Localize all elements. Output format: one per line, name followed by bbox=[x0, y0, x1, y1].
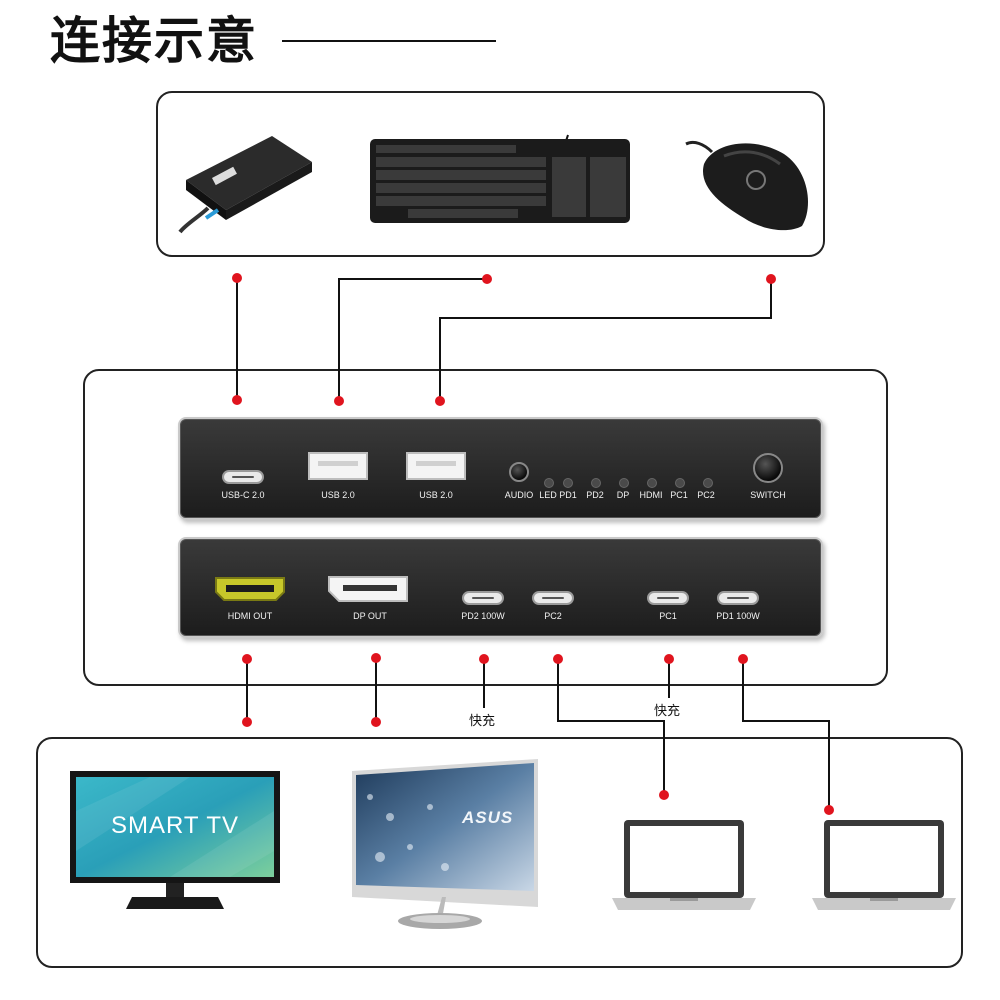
led-label: LED bbox=[539, 490, 557, 500]
dot bbox=[664, 654, 674, 664]
laptop-2-icon bbox=[810, 820, 958, 912]
dp-out-port bbox=[327, 575, 409, 603]
dot bbox=[334, 396, 344, 406]
mouse-to-usb2-line bbox=[439, 279, 772, 401]
usb-a-label-1: USB 2.0 bbox=[321, 490, 355, 500]
led-indicator bbox=[544, 478, 554, 488]
keyboard-icon bbox=[368, 133, 632, 225]
fast-charge-label-1: 快充 bbox=[469, 714, 496, 729]
fast-charge-label-2: 快充 bbox=[654, 704, 681, 719]
usb-a-port-1 bbox=[308, 452, 368, 480]
hdmi-out-label: HDMI OUT bbox=[227, 611, 273, 621]
monitor-brand-text: ASUS bbox=[462, 808, 514, 827]
dot bbox=[766, 274, 776, 284]
pd2-indicator bbox=[591, 478, 601, 488]
dot bbox=[242, 717, 252, 727]
dp-label: DP bbox=[616, 490, 630, 500]
usb-c-label: USB-C 2.0 bbox=[221, 490, 265, 500]
dot bbox=[738, 654, 748, 664]
dot bbox=[482, 274, 492, 284]
smart-tv-icon bbox=[70, 771, 280, 913]
dot bbox=[479, 654, 489, 664]
external-drive-icon bbox=[176, 128, 316, 238]
pc1-indicator bbox=[675, 478, 685, 488]
pc2-indicator bbox=[703, 478, 713, 488]
pc2-to-laptop1-line bbox=[557, 659, 665, 795]
gaming-mouse-icon bbox=[684, 134, 814, 234]
dot bbox=[553, 654, 563, 664]
pc2-label: PC2 bbox=[697, 490, 715, 500]
title-rule bbox=[282, 40, 496, 42]
dot bbox=[435, 396, 445, 406]
dot bbox=[232, 395, 242, 405]
rear-panel bbox=[178, 537, 823, 638]
tv-screen-text: SMART TV bbox=[110, 812, 240, 839]
peripherals-box bbox=[156, 91, 825, 257]
switch-button[interactable] bbox=[753, 453, 783, 483]
dot bbox=[371, 653, 381, 663]
dot bbox=[824, 805, 834, 815]
pc1-port bbox=[647, 591, 689, 605]
page-title: 连接示意 bbox=[50, 12, 258, 70]
dot bbox=[371, 717, 381, 727]
pd2-port-label: PD2 100W bbox=[461, 611, 505, 621]
audio-label: AUDIO bbox=[504, 490, 534, 500]
switch-label: SWITCH bbox=[750, 490, 786, 500]
pd2-label: PD2 bbox=[586, 490, 604, 500]
pd1-port bbox=[717, 591, 759, 605]
pc1-port-label: PC1 bbox=[659, 611, 677, 621]
usb-a-port-2 bbox=[406, 452, 466, 480]
pd1-label: PD1 bbox=[559, 490, 577, 500]
dot bbox=[659, 790, 669, 800]
usb-a-label-2: USB 2.0 bbox=[419, 490, 453, 500]
dot bbox=[242, 654, 252, 664]
laptop-1-icon bbox=[610, 820, 758, 912]
hdmi-indicator bbox=[647, 478, 657, 488]
dot bbox=[232, 273, 242, 283]
pc2-port bbox=[532, 591, 574, 605]
switch-box bbox=[83, 369, 888, 686]
front-panel bbox=[178, 417, 823, 520]
pc2-port-label: PC2 bbox=[544, 611, 562, 621]
monitor-icon bbox=[350, 757, 540, 933]
hdmi-label: HDMI bbox=[639, 490, 663, 500]
pd1-to-laptop2-line bbox=[742, 659, 830, 810]
dp-indicator bbox=[619, 478, 629, 488]
pc1-label: PC1 bbox=[670, 490, 688, 500]
pd2-port bbox=[462, 591, 504, 605]
audio-jack bbox=[509, 462, 529, 482]
keyboard-to-usb1-line bbox=[338, 278, 487, 401]
hdmi-out-port bbox=[214, 576, 286, 602]
usb-c-port bbox=[222, 470, 264, 484]
dp-out-label: DP OUT bbox=[353, 611, 387, 621]
pd1-indicator bbox=[563, 478, 573, 488]
pd1-port-label: PD1 100W bbox=[716, 611, 760, 621]
displays-computers-box bbox=[36, 737, 963, 968]
